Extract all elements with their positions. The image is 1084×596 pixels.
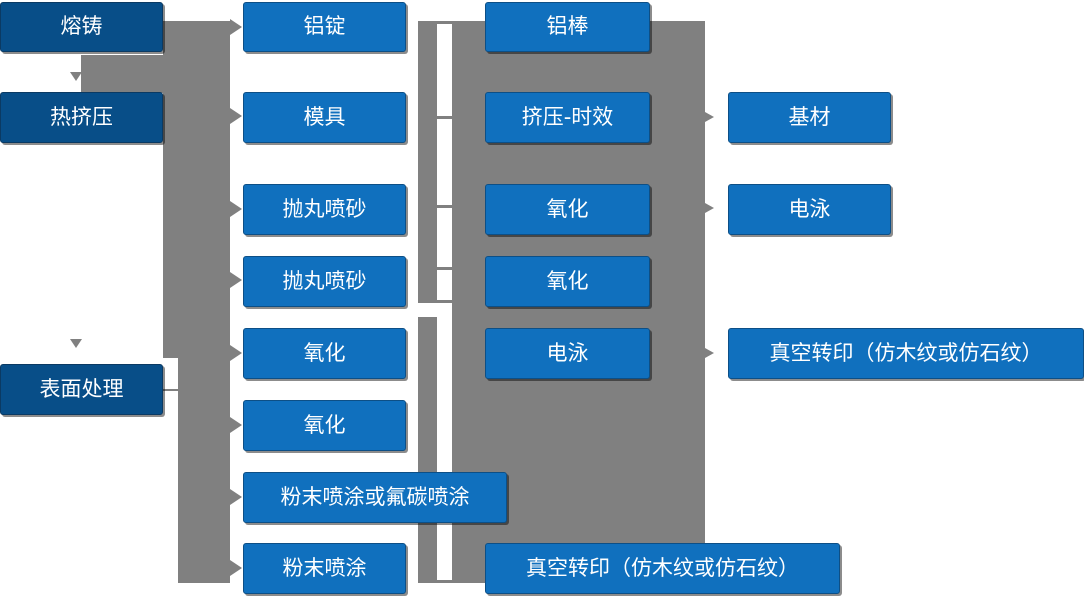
process-label-oxidation-1: 氧化 (546, 196, 589, 221)
connector-left-spine-lower (178, 358, 230, 583)
process-box-extrusion-aging[interactable]: 挤压-时效 (485, 92, 650, 143)
process-box-vacuum-transfer[interactable]: 真空转印（仿木纹或仿石纹） (485, 543, 840, 594)
material-box-mold[interactable]: 模具 (243, 92, 406, 143)
material-label-powder-or-fluorocarbon: 粉末喷涂或氟碳喷涂 (280, 484, 470, 509)
material-box-shot-blasting-2[interactable]: 抛丸喷砂 (243, 256, 406, 307)
process-label-oxidation-2: 氧化 (546, 268, 589, 293)
process-box-oxidation-1[interactable]: 氧化 (485, 184, 650, 235)
connector-tick-3 (437, 205, 452, 208)
stage-box-hot-extrusion[interactable]: 热挤压 (0, 92, 163, 143)
arrow-to-mold (230, 108, 242, 124)
material-label-aluminum-ingot: 铝锭 (303, 14, 346, 39)
stage-label-surface-treatment: 表面处理 (39, 376, 124, 401)
output-box-vacuum-transfer[interactable]: 真空转印（仿木纹或仿石纹） (728, 328, 1084, 379)
arrow-to-oxidation-2 (230, 417, 242, 433)
material-box-shot-blasting-1[interactable]: 抛丸喷砂 (243, 184, 406, 235)
stage-box-surface-treatment[interactable]: 表面处理 (0, 364, 163, 415)
arrow-to-electrophoresis-out (705, 203, 714, 213)
material-box-oxidation-1[interactable]: 氧化 (243, 328, 406, 379)
arrow-to-powder-coating (230, 560, 242, 576)
material-box-aluminum-ingot[interactable]: 铝锭 (243, 2, 406, 52)
output-label-substrate: 基材 (788, 104, 831, 129)
process-label-electrophoresis: 电泳 (546, 340, 589, 365)
output-box-substrate[interactable]: 基材 (728, 92, 891, 143)
material-label-oxidation-1: 氧化 (303, 340, 346, 365)
stage-label-melt-cast: 熔铸 (60, 14, 103, 39)
material-label-shot-blasting-1: 抛丸喷砂 (282, 196, 367, 221)
connector-tick-5 (437, 300, 452, 303)
connector-mid-rail-lower (418, 317, 437, 583)
connector-mid-rail-upper (418, 21, 437, 303)
connector-surface-treatment-stem (163, 389, 181, 391)
process-box-oxidation-2[interactable]: 氧化 (485, 256, 650, 307)
output-box-electrophoresis[interactable]: 电泳 (728, 184, 891, 235)
output-label-vacuum-transfer: 真空转印（仿木纹或仿石纹） (769, 340, 1043, 365)
connector-tick-1 (437, 21, 452, 24)
material-box-powder-coating[interactable]: 粉末喷涂 (243, 543, 406, 594)
connector-tick-2 (437, 116, 452, 119)
arrow-to-oxidation-1 (230, 345, 242, 361)
stage-box-melt-cast[interactable]: 熔铸 (0, 2, 163, 52)
process-box-electrophoresis[interactable]: 电泳 (485, 328, 650, 379)
arrow-down-melt-to-extrusion (70, 72, 82, 81)
process-label-aluminum-bar: 铝棒 (546, 14, 589, 39)
arrow-to-vacuum-transfer-out (705, 348, 714, 358)
material-label-powder-coating: 粉末喷涂 (282, 555, 367, 580)
arrow-down-extrusion-to-surface (70, 339, 82, 348)
connector-left-spine-upper (163, 21, 230, 358)
stage-label-hot-extrusion: 热挤压 (50, 104, 113, 129)
arrow-to-shot-blasting-2 (230, 272, 242, 288)
arrow-to-substrate (705, 112, 714, 122)
arrow-to-shot-blasting-1 (230, 201, 242, 217)
material-label-mold: 模具 (303, 104, 346, 129)
output-label-electrophoresis: 电泳 (788, 196, 831, 221)
process-label-vacuum-transfer: 真空转印（仿木纹或仿石纹） (526, 555, 799, 580)
material-box-powder-or-fluorocarbon[interactable]: 粉末喷涂或氟碳喷涂 (243, 472, 507, 523)
arrow-to-aluminum-ingot (230, 19, 242, 35)
arrow-to-powder-or-fluorocarbon (230, 489, 242, 505)
connector-tick-6 (437, 580, 452, 583)
material-box-oxidation-2[interactable]: 氧化 (243, 400, 406, 451)
connector-tick-4 (437, 267, 452, 270)
material-label-oxidation-2: 氧化 (303, 412, 346, 437)
material-label-shot-blasting-2: 抛丸喷砂 (282, 268, 367, 293)
process-label-extrusion-aging: 挤压-时效 (521, 104, 614, 129)
process-box-aluminum-bar[interactable]: 铝棒 (485, 2, 650, 52)
